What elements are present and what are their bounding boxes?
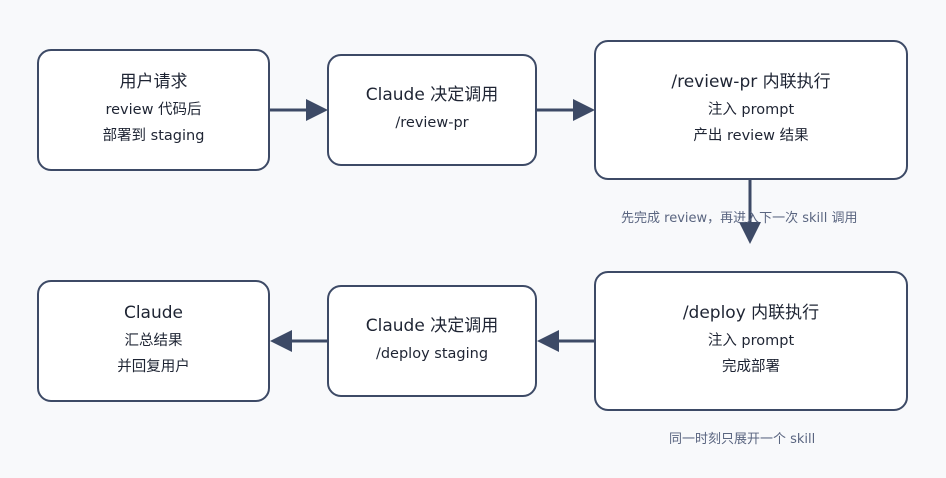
arrowhead-decide-deploy-to-final xyxy=(270,330,292,352)
arrowhead-decide-review-to-review-inline xyxy=(573,99,595,121)
note-one-at-a-time: 同一时刻只展开一个 skill xyxy=(669,432,816,447)
node-user-request: 用户请求 review 代码后 部署到 staging xyxy=(37,49,270,171)
node-title: /deploy 内联执行 xyxy=(682,303,820,323)
node-line: /deploy staging xyxy=(375,346,489,362)
node-line: 注入 prompt xyxy=(707,102,795,118)
node-line: 注入 prompt xyxy=(707,333,795,349)
node-line: review 代码后 xyxy=(105,102,202,118)
node-title: Claude 决定调用 xyxy=(365,316,499,336)
node-title: /review-pr 内联执行 xyxy=(671,72,831,92)
arrowhead-deploy-inline-to-decide-deploy xyxy=(537,330,559,352)
node-deploy-inline: /deploy 内联执行 注入 prompt 完成部署 xyxy=(594,271,908,411)
node-line: 产出 review 结果 xyxy=(693,128,809,144)
node-title: Claude 决定调用 xyxy=(365,85,499,105)
node-decide-deploy: Claude 决定调用 /deploy staging xyxy=(327,285,537,397)
node-title: 用户请求 xyxy=(119,72,188,92)
node-line: 汇总结果 xyxy=(124,333,183,349)
node-title: Claude xyxy=(123,303,184,323)
note-sequential: 先完成 review，再进入下一次 skill 调用 xyxy=(621,211,858,226)
node-line: /review-pr xyxy=(395,115,469,131)
node-decide-review: Claude 决定调用 /review-pr xyxy=(327,54,537,166)
arrowhead-request-to-decide-review xyxy=(306,99,328,121)
node-final: Claude 汇总结果 并回复用户 xyxy=(37,280,270,402)
node-line: 部署到 staging xyxy=(102,128,205,144)
node-review-inline: /review-pr 内联执行 注入 prompt 产出 review 结果 xyxy=(594,40,908,180)
node-line: 完成部署 xyxy=(722,359,780,375)
node-line: 并回复用户 xyxy=(117,359,190,375)
